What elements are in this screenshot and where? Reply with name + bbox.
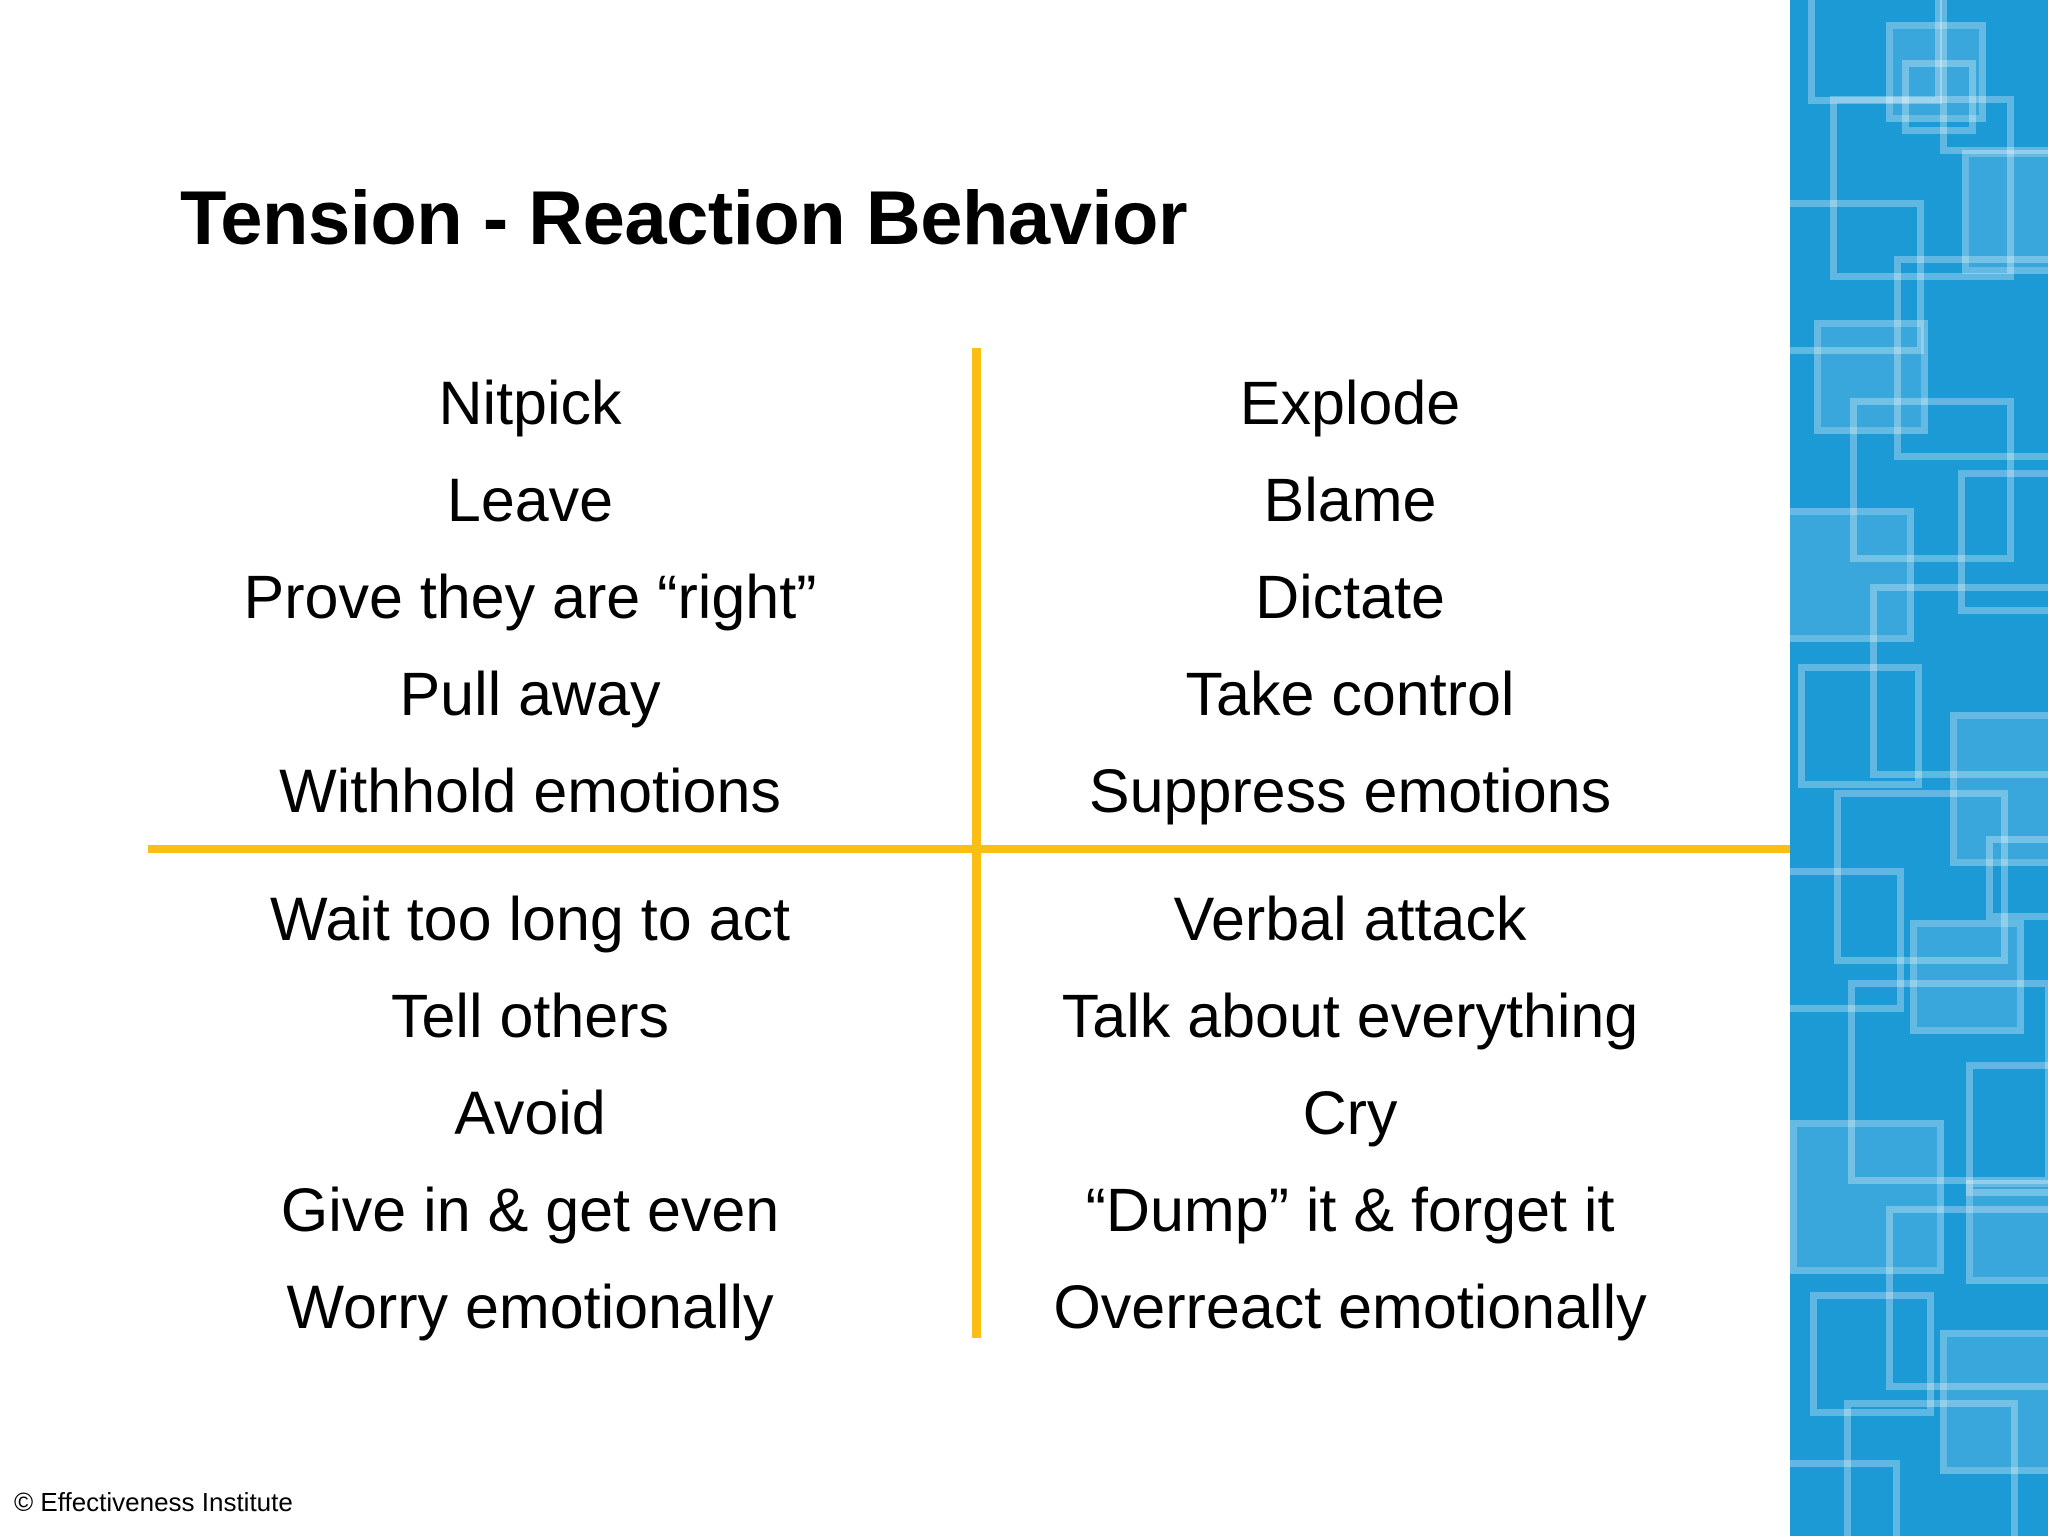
list-item: Explode: [1239, 369, 1461, 437]
footer-copyright: © Effectiveness Institute: [14, 1487, 293, 1517]
quadrant-top-left: Nitpick Leave Prove they are “right” Pul…: [150, 355, 910, 845]
list-item: “Dump” it & forget it: [1085, 1176, 1615, 1244]
list-item: Dictate: [1255, 563, 1445, 631]
decorative-side-band: [1790, 0, 2048, 1536]
page-title: Tension - Reaction Behavior: [180, 175, 1188, 261]
matrix-column-left: Nitpick Leave Prove they are “right” Pul…: [150, 355, 910, 1371]
list-item: Leave: [446, 466, 614, 534]
list-item: Talk about everything: [1061, 982, 1639, 1050]
list-item: Wait too long to act: [270, 885, 790, 953]
list-item: Verbal attack: [1173, 885, 1527, 953]
list-item: Pull away: [399, 660, 661, 728]
quadrant-top-right: Explode Blame Dictate Take control Suppr…: [970, 355, 1730, 845]
list-item: Worry emotionally: [286, 1273, 774, 1341]
list-item: Prove they are “right”: [243, 563, 817, 631]
list-item: Avoid: [454, 1079, 606, 1147]
list-item: Nitpick: [438, 369, 622, 437]
behavior-matrix: Nitpick Leave Prove they are “right” Pul…: [150, 355, 1730, 1365]
list-item: Suppress emotions: [1088, 757, 1612, 825]
list-item: Tell others: [390, 982, 669, 1050]
matrix-column-right: Explode Blame Dictate Take control Suppr…: [970, 355, 1730, 1371]
list-item: Give in & get even: [280, 1176, 780, 1244]
matrix-vertical-divider: [972, 348, 981, 1338]
list-item: Cry: [1302, 1079, 1398, 1147]
list-item: Overreact emotionally: [1053, 1273, 1647, 1341]
quadrant-bottom-left: Wait too long to act Tell others Avoid G…: [150, 845, 910, 1371]
list-item: Withhold emotions: [279, 757, 781, 825]
list-item: Blame: [1263, 466, 1437, 534]
list-item: Take control: [1185, 660, 1515, 728]
quadrant-bottom-right: Verbal attack Talk about everything Cry …: [970, 845, 1730, 1371]
matrix-horizontal-divider: [148, 845, 1800, 853]
